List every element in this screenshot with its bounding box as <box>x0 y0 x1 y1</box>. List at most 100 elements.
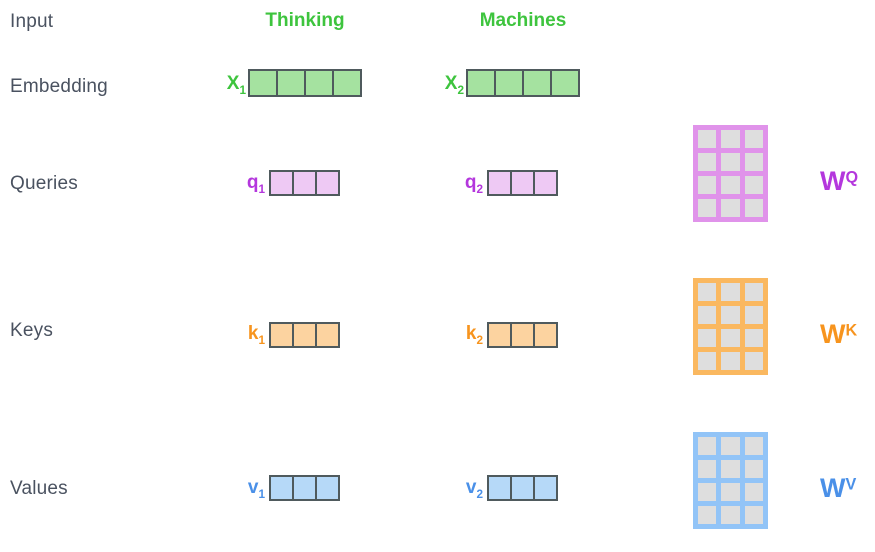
matrix-label-wq-base: W <box>820 166 846 196</box>
vector-cell <box>317 172 338 194</box>
vector-cell <box>468 71 496 95</box>
vector-label-q2-base: q <box>464 172 477 193</box>
vector-label-k1-base: k <box>247 323 259 344</box>
query-vector-q2 <box>487 170 558 196</box>
matrix-label-wv-sup: V <box>845 475 857 494</box>
vector-cell <box>489 477 512 499</box>
row-label-keys: Keys <box>10 320 54 341</box>
vector-cell <box>524 71 552 95</box>
matrix-cell <box>698 352 717 370</box>
vector-label-q1-base: q <box>246 172 259 193</box>
vector-label-x2-sub: 2 <box>457 83 464 97</box>
value-vector-v2 <box>487 475 558 501</box>
vector-cell <box>271 172 294 194</box>
matrix-cell <box>698 506 717 524</box>
vector-label-k1: k1 <box>219 323 265 347</box>
vector-cell <box>271 324 294 346</box>
row-label-queries: Queries <box>10 173 78 194</box>
value-vector-v1 <box>269 475 340 501</box>
vector-label-x2-base: X <box>444 73 458 94</box>
vector-cell <box>306 71 334 95</box>
vector-cell <box>294 324 317 346</box>
vector-cell <box>294 172 317 194</box>
row-label-embedding: Embedding <box>10 76 108 97</box>
matrix-cell <box>721 437 740 455</box>
matrix-cell <box>698 199 717 217</box>
matrix-cell <box>744 306 763 324</box>
token-header-thinking: Thinking <box>265 10 345 31</box>
matrix-label-wk-sup: K <box>845 321 858 340</box>
matrix-cell <box>721 283 740 301</box>
weight-matrix-wq <box>693 125 768 222</box>
vector-cell <box>512 324 535 346</box>
matrix-cell <box>744 460 763 478</box>
matrix-cell <box>744 130 763 148</box>
vector-label-v2-sub: 2 <box>476 487 483 501</box>
key-vector-k1 <box>269 322 340 348</box>
vector-cell <box>535 477 556 499</box>
matrix-label-wk: WK <box>820 319 857 350</box>
matrix-cell <box>698 153 717 171</box>
vector-cell <box>535 324 556 346</box>
matrix-cell <box>721 176 740 194</box>
matrix-cell <box>721 306 740 324</box>
vector-label-x1: X1 <box>200 73 246 97</box>
vector-cell <box>489 172 512 194</box>
matrix-label-wq: WQ <box>820 166 858 197</box>
vector-label-v1: v1 <box>219 477 265 501</box>
key-vector-k2 <box>487 322 558 348</box>
matrix-cell <box>721 506 740 524</box>
matrix-label-wq-sup: Q <box>845 168 859 187</box>
vector-cell <box>317 477 338 499</box>
matrix-cell <box>698 283 717 301</box>
vector-cell <box>496 71 524 95</box>
matrix-cell <box>721 130 740 148</box>
vector-label-x2: X2 <box>418 73 464 97</box>
embedding-vector-x1 <box>248 69 362 97</box>
row-label-values: Values <box>10 478 68 499</box>
matrix-cell <box>698 483 717 501</box>
matrix-cell <box>744 153 763 171</box>
matrix-label-wk-base: W <box>820 319 846 349</box>
vector-label-k2-base: k <box>465 323 477 344</box>
matrix-cell <box>744 506 763 524</box>
vector-cell <box>535 172 556 194</box>
vector-cell <box>294 477 317 499</box>
vector-label-k1-sub: 1 <box>258 333 265 347</box>
vector-label-q2-sub: 2 <box>476 182 483 196</box>
vector-label-v2: v2 <box>437 477 483 501</box>
vector-label-k2-sub: 2 <box>476 333 483 347</box>
matrix-cell <box>721 329 740 347</box>
matrix-label-wv-base: W <box>820 473 846 503</box>
vector-cell <box>512 477 535 499</box>
matrix-cell <box>744 283 763 301</box>
vector-label-x1-base: X <box>226 73 240 94</box>
query-vector-q1 <box>269 170 340 196</box>
matrix-cell <box>744 352 763 370</box>
matrix-cell <box>698 329 717 347</box>
vector-cell <box>271 477 294 499</box>
embedding-vector-x2 <box>466 69 580 97</box>
matrix-cell <box>744 329 763 347</box>
vector-label-q1: q1 <box>219 172 265 196</box>
vector-cell <box>278 71 306 95</box>
matrix-label-wv: WV <box>820 473 856 504</box>
vector-label-v1-sub: 1 <box>258 487 265 501</box>
matrix-cell <box>721 460 740 478</box>
vector-cell <box>250 71 278 95</box>
matrix-cell <box>721 199 740 217</box>
matrix-cell <box>698 437 717 455</box>
vector-label-x1-sub: 1 <box>239 83 246 97</box>
matrix-cell <box>744 199 763 217</box>
vector-label-v2-base: v <box>465 477 477 498</box>
vector-label-v1-base: v <box>247 477 259 498</box>
matrix-cell <box>698 176 717 194</box>
weight-matrix-wk <box>693 278 768 375</box>
vector-label-q1-sub: 1 <box>258 182 265 196</box>
token-header-machines: Machines <box>479 10 567 31</box>
matrix-cell <box>698 306 717 324</box>
matrix-cell <box>744 176 763 194</box>
vector-label-q2: q2 <box>437 172 483 196</box>
matrix-cell <box>744 483 763 501</box>
